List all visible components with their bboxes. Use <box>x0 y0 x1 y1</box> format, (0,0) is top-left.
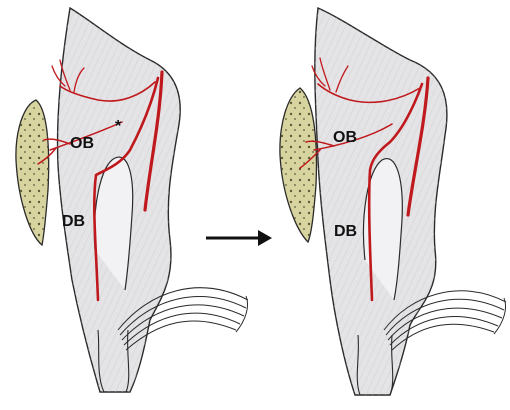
right-panel: OB DB <box>280 8 506 395</box>
left-ob-label: OB <box>70 135 94 152</box>
right-db-label: DB <box>334 223 357 240</box>
left-panel: OB DB * <box>16 8 248 392</box>
right-arrow-icon <box>206 230 272 246</box>
right-ob-label: OB <box>333 129 357 146</box>
left-asterisk-marker: * <box>115 118 122 135</box>
left-db-label: DB <box>62 213 85 230</box>
